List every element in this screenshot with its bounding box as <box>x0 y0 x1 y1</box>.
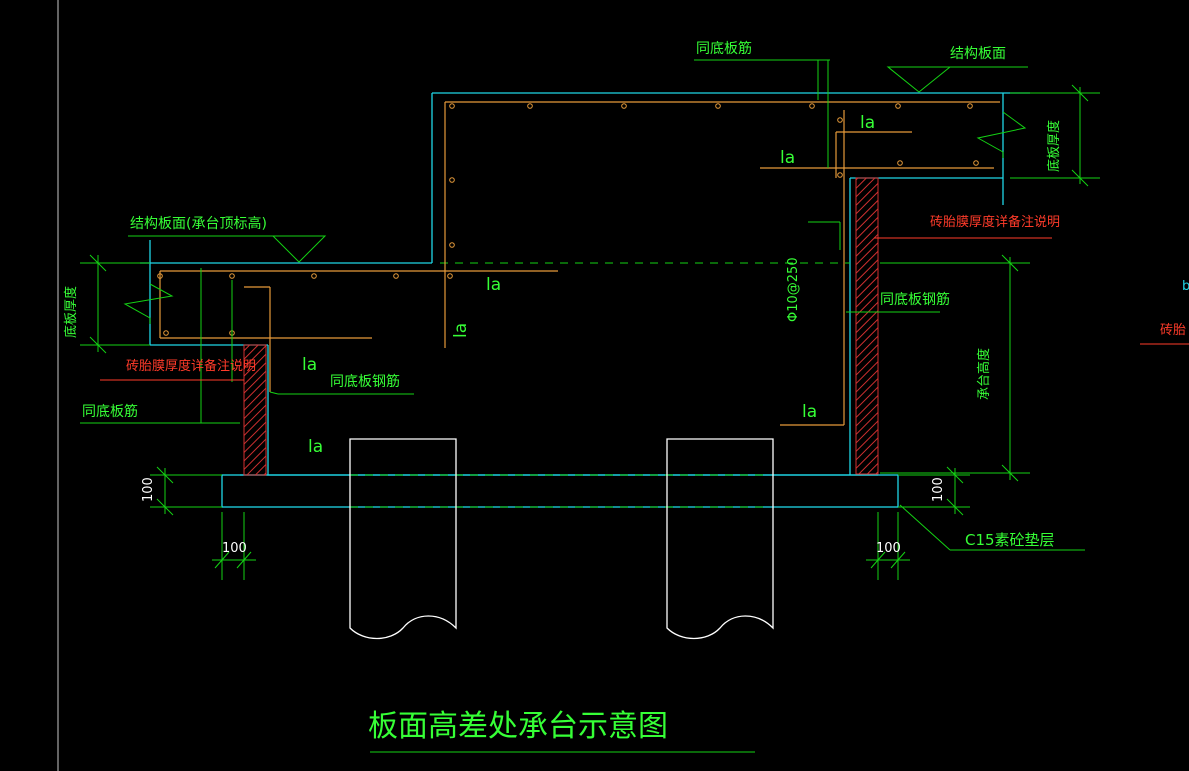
label-cap-height: 承台高度 <box>976 348 992 400</box>
rebar-dots <box>157 103 979 336</box>
note-leaders <box>100 237 1189 381</box>
label-la-left-mid: la <box>302 355 317 375</box>
label-la-vertical: la <box>451 323 471 338</box>
label-same-bottom-rebar-top: 同底板筋 <box>696 40 752 57</box>
dim-100-left-vertical: 100 <box>141 477 156 502</box>
label-struct-face-left: 结构板面(承台顶标高) <box>130 215 267 232</box>
dim-100-right-vertical: 100 <box>931 477 946 502</box>
drawing-title: 板面高差处承台示意图 <box>368 709 668 744</box>
label-slab-thickness-left: 底板厚度 <box>63 286 79 338</box>
label-la-right-low: la <box>802 402 817 422</box>
edge-char: b <box>1182 279 1189 294</box>
brick-wall-left <box>243 344 267 476</box>
dim-100-left-horizontal: 100 <box>222 541 247 556</box>
label-struct-face-right: 结构板面 <box>950 46 1006 62</box>
dimension-lines <box>80 59 1100 753</box>
brick-wall-right <box>855 177 879 475</box>
label-bar-spec: Φ10@250 <box>786 257 801 322</box>
label-la-left-low: la <box>308 437 323 457</box>
label-la-top-right: la <box>860 113 875 133</box>
dim-100-right-horizontal: 100 <box>876 541 901 556</box>
label-cushion: C15素砼垫层 <box>965 531 1055 549</box>
rebar-lines <box>159 101 1000 426</box>
dashed-lines <box>350 262 850 508</box>
label-same-bottom-steel-right: 同底板钢筋 <box>880 291 950 308</box>
label-slab-thickness-right: 底板厚度 <box>1046 120 1062 172</box>
label-same-bottom-rebar-left: 同底板筋 <box>82 403 138 420</box>
label-la-center: la <box>486 275 501 295</box>
note-brick-edge: 砖胎 <box>1160 323 1186 338</box>
note-brick-right: 砖胎膜厚度详备注说明 <box>930 214 1060 230</box>
note-brick-left: 砖胎膜厚度详备注说明 <box>126 358 256 374</box>
label-same-bottom-steel-left: 同底板钢筋 <box>330 373 400 390</box>
piles <box>349 438 774 640</box>
label-la-right-mid: la <box>780 148 795 168</box>
